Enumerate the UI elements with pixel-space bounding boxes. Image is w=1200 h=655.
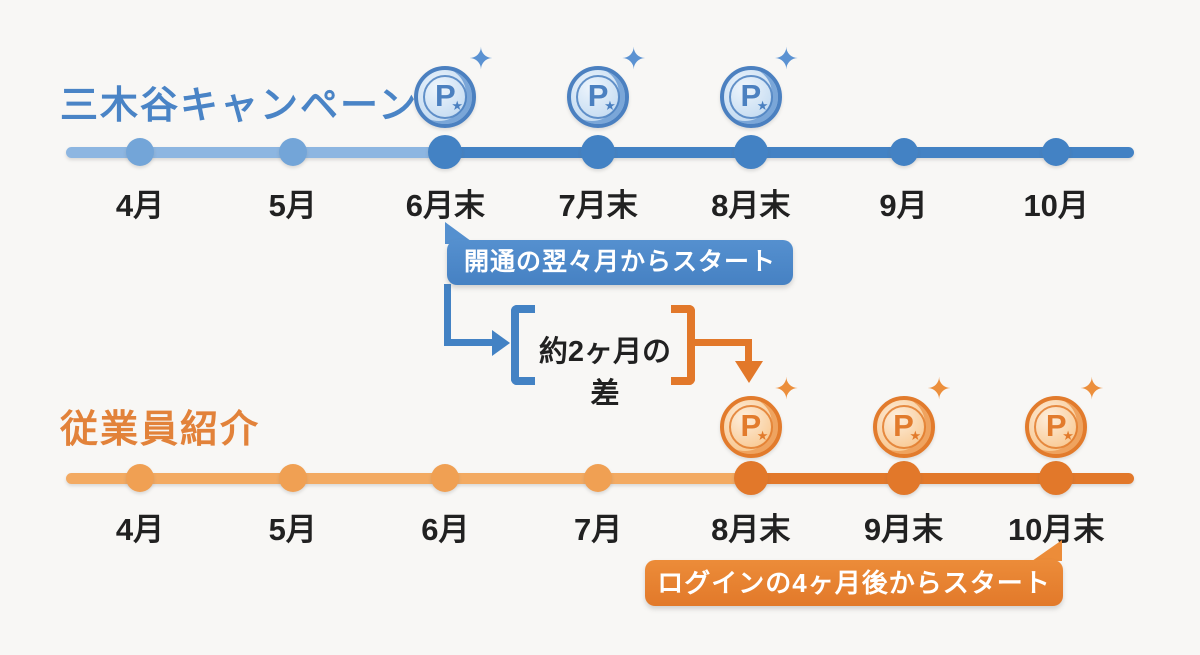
month-label: 9月: [879, 188, 928, 223]
timeline-dot: [584, 464, 613, 492]
coin-letter: P: [587, 78, 609, 113]
timeline-dot: [581, 135, 616, 169]
timeline-dot: [126, 464, 154, 492]
coin-ring-icon: [728, 405, 773, 449]
sparkle-icon: ✦: [773, 373, 799, 406]
month-label: 9月末: [863, 512, 944, 547]
sparkle-icon: ✦: [926, 373, 952, 406]
coin-star-icon: ★: [756, 98, 769, 113]
timeline-dot: [1042, 138, 1071, 166]
blue-line-dark-segment: [443, 146, 1134, 158]
month-label: 4月: [115, 188, 165, 223]
coin-ring-icon: [1034, 405, 1079, 449]
blue-connector-vertical: [444, 284, 451, 346]
point-coin-icon: P★ ✦: [563, 43, 655, 132]
timeline-dot: [126, 138, 154, 166]
month-label: 8月末: [711, 188, 791, 223]
sparkle-icon: ✦: [773, 43, 799, 76]
timeline-dot: [889, 138, 918, 166]
coin-star-icon: ★: [604, 98, 616, 113]
bottom-timeline-title: 従業員紹介: [60, 409, 261, 451]
month-label: 4月: [115, 512, 165, 547]
timeline-dot: [733, 461, 768, 495]
timeline-dot: [886, 461, 921, 495]
blue-connector-horizontal: [444, 339, 492, 346]
timeline-dot: [1039, 461, 1074, 495]
orange-connector-horizontal: [695, 339, 752, 346]
gap-note: 約2ヶ月の差: [538, 336, 672, 410]
timeline-dot: [278, 138, 307, 166]
orange-connector-vertical: [745, 339, 752, 363]
point-coin-icon: P★ ✦: [716, 373, 808, 462]
coin-letter: P: [893, 408, 914, 443]
month-label: 5月: [268, 188, 317, 223]
orange-line-light-segment: [66, 472, 753, 484]
left-bracket-icon: [511, 305, 535, 385]
orange-arrowhead-icon: [735, 361, 763, 383]
coin-letter: P: [740, 78, 762, 113]
bottom-callout-tail: [1032, 540, 1062, 561]
orange-line-dark-segment: [748, 472, 1134, 484]
coin-ring-icon: [576, 75, 621, 119]
sparkle-icon: ✦: [468, 43, 494, 76]
bottom-callout: ログインの4ヶ月後からスタート: [645, 560, 1063, 606]
point-coin-icon: P★ ✦: [1021, 373, 1113, 462]
coin-star-icon: ★: [909, 428, 922, 443]
blue-arrowhead-icon: [492, 330, 510, 356]
point-coin-icon: P★ ✦: [716, 43, 808, 132]
timeline-dot: [278, 464, 307, 492]
month-label: 5月: [268, 512, 317, 547]
month-label: 6月: [421, 512, 470, 547]
month-label: 7月: [573, 512, 623, 547]
coin-ring-icon: [728, 75, 773, 119]
top-callout: 開通の翌々月からスタート: [447, 240, 793, 285]
point-coin-icon: P★ ✦: [410, 43, 502, 132]
coin-letter: P: [740, 408, 762, 443]
sparkle-icon: ✦: [1079, 373, 1105, 406]
coin-letter: P: [435, 78, 456, 113]
sparkle-icon: ✦: [621, 43, 647, 76]
coin-ring-icon: [881, 405, 926, 449]
blue-line-light-segment: [66, 146, 448, 158]
timeline-dot: [431, 464, 460, 492]
month-label: 7月末: [558, 188, 638, 223]
month-label: 10月: [1023, 188, 1089, 223]
month-label: 6月末: [405, 188, 486, 223]
month-label: 8月末: [711, 512, 791, 547]
point-coin-icon: P★ ✦: [869, 373, 961, 462]
coin-letter: P: [1045, 408, 1067, 443]
coin-star-icon: ★: [1062, 428, 1074, 443]
right-bracket-icon: [671, 305, 695, 385]
coin-ring-icon: [423, 75, 468, 119]
timeline-dot: [428, 135, 463, 169]
coin-star-icon: ★: [756, 428, 769, 443]
coin-star-icon: ★: [451, 98, 464, 113]
top-callout-tail: [445, 222, 475, 244]
timeline-dot: [733, 135, 768, 169]
top-timeline-title: 三木谷キャンペーン: [60, 85, 419, 127]
